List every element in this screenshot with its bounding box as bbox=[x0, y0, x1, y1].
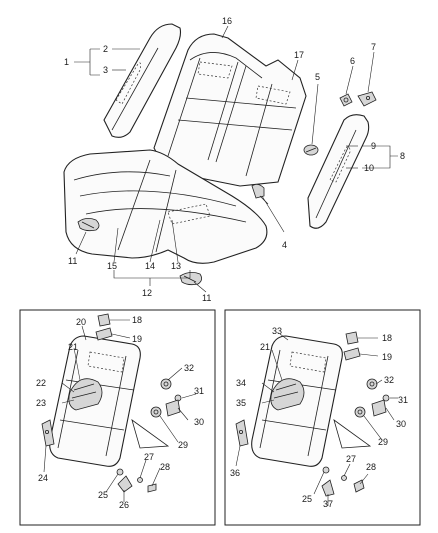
callout-5: 5 bbox=[315, 72, 320, 82]
left-knob-29 bbox=[150, 406, 162, 418]
callout-1: 1 bbox=[64, 57, 69, 67]
left-detail-panel bbox=[19, 309, 216, 526]
right-pivot-25-27-28-37 bbox=[321, 466, 365, 497]
hook-11-left bbox=[77, 218, 100, 232]
left-callout-24: 24 bbox=[38, 473, 48, 483]
callout-13: 13 bbox=[171, 261, 181, 271]
left-bracket-24 bbox=[41, 419, 55, 447]
right-grommet-32 bbox=[366, 378, 378, 390]
right-callout-32: 32 bbox=[384, 375, 394, 385]
left-callout-25: 25 bbox=[98, 490, 108, 500]
right-clip-19 bbox=[343, 347, 361, 361]
right-callout-29: 29 bbox=[378, 437, 388, 447]
right-callout-18: 18 bbox=[382, 333, 392, 343]
top-leader-lines bbox=[74, 25, 398, 293]
callout-6: 6 bbox=[350, 56, 355, 66]
left-clip-19 bbox=[95, 327, 113, 341]
left-clip-18 bbox=[97, 313, 111, 327]
left-callout-18: 18 bbox=[132, 315, 142, 325]
right-callout-34: 34 bbox=[236, 378, 246, 388]
callout-16: 16 bbox=[222, 16, 232, 26]
right-bracket-36 bbox=[235, 419, 249, 447]
right-lumbar-panel bbox=[270, 378, 305, 411]
callout-4: 4 bbox=[282, 240, 287, 250]
callout-8: 8 bbox=[400, 151, 405, 161]
right-callout-31: 31 bbox=[398, 395, 408, 405]
left-callout-29: 29 bbox=[178, 440, 188, 450]
left-grommet-32 bbox=[160, 378, 172, 390]
left-callout-27: 27 bbox=[144, 452, 154, 462]
left-callout-31: 31 bbox=[194, 386, 204, 396]
callout-9: 9 bbox=[371, 141, 376, 151]
left-leader-lines bbox=[43, 319, 197, 502]
left-latch-30 bbox=[165, 399, 181, 417]
callout-11-left: 11 bbox=[68, 256, 77, 266]
right-callout-33: 33 bbox=[272, 326, 282, 336]
callout-2: 2 bbox=[103, 44, 108, 54]
right-clip-31 bbox=[382, 394, 390, 402]
left-pivot-25-26-27-28 bbox=[116, 468, 157, 493]
left-frame-wedge bbox=[131, 418, 170, 449]
right-side-bolster bbox=[307, 114, 370, 229]
right-latch-30 bbox=[371, 399, 387, 417]
headrest-guide-5 bbox=[303, 144, 319, 156]
left-callout-26: 26 bbox=[119, 500, 129, 510]
callout-12: 12 bbox=[142, 288, 152, 298]
left-callout-32: 32 bbox=[184, 363, 194, 373]
bracket-7 bbox=[357, 91, 377, 107]
callout-11-right: 11 bbox=[202, 293, 211, 303]
callout-14: 14 bbox=[145, 261, 155, 271]
left-callout-23: 23 bbox=[36, 398, 46, 408]
callout-3: 3 bbox=[103, 65, 108, 75]
callout-17: 17 bbox=[294, 50, 304, 60]
right-callout-19: 19 bbox=[382, 352, 392, 362]
hook-11-right bbox=[179, 272, 202, 286]
left-lumbar-panel bbox=[68, 378, 103, 411]
right-callout-21: 21 bbox=[260, 342, 270, 352]
left-side-bolster bbox=[103, 23, 182, 138]
left-callout-28: 28 bbox=[160, 462, 170, 472]
left-callout-19: 19 bbox=[132, 334, 142, 344]
left-callout-21: 21 bbox=[68, 342, 78, 352]
left-callout-22: 22 bbox=[36, 378, 46, 388]
left-callout-30: 30 bbox=[194, 417, 204, 427]
seat-back bbox=[153, 33, 307, 187]
right-frame-wedge bbox=[333, 418, 372, 449]
seatbelt-buckle-4 bbox=[251, 184, 269, 205]
right-detail-panel bbox=[224, 309, 421, 526]
right-clip-18 bbox=[345, 331, 359, 345]
clip-6 bbox=[339, 93, 353, 107]
callout-7: 7 bbox=[371, 42, 376, 52]
right-knob-29 bbox=[354, 406, 366, 418]
right-callout-25: 25 bbox=[302, 494, 312, 504]
right-callout-27: 27 bbox=[346, 454, 356, 464]
right-callout-36: 36 bbox=[230, 468, 240, 478]
callout-labels: 1 2 3 16 17 5 6 7 9 8 10 4 11 15 14 13 1… bbox=[36, 16, 408, 510]
right-callout-35: 35 bbox=[236, 398, 246, 408]
callout-15: 15 bbox=[107, 261, 117, 271]
right-leader-lines bbox=[235, 333, 398, 506]
left-callout-20: 20 bbox=[76, 317, 86, 327]
right-callout-30: 30 bbox=[396, 419, 406, 429]
callout-10: 10 bbox=[364, 163, 374, 173]
right-callout-28: 28 bbox=[366, 462, 376, 472]
right-callout-37: 37 bbox=[323, 499, 333, 509]
seat-cushion bbox=[63, 149, 268, 264]
